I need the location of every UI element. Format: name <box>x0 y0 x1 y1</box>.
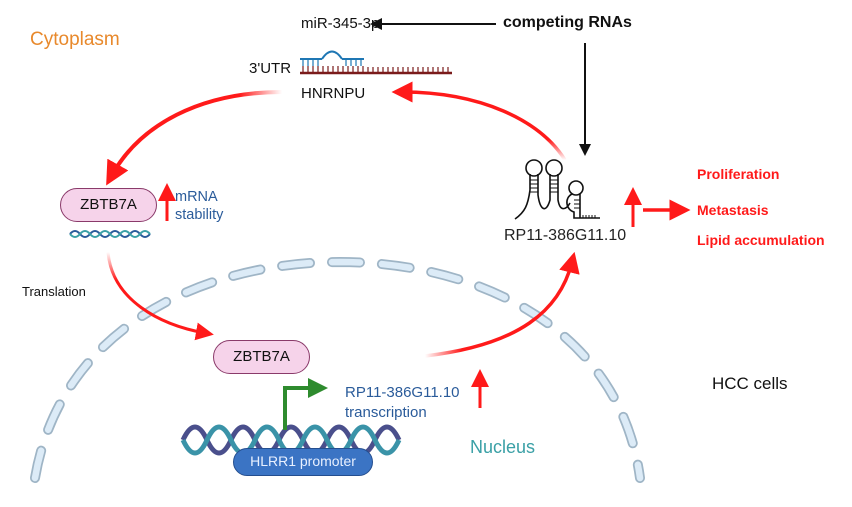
mrna-stability-line-1: mRNA <box>175 189 218 205</box>
hnrnpu-to-zbtb7a-arrow <box>106 90 283 186</box>
zbtb7a-protein-node: ZBTB7A <box>213 340 310 374</box>
lncrna-to-hnrnpu-arrow <box>391 81 567 161</box>
nucleus-label: Nucleus <box>470 437 536 457</box>
promoter-node: HLRR1 promoter <box>233 448 373 476</box>
hnrnpu-label: HNRNPU <box>301 85 366 102</box>
cytoplasm-label: Cytoplasm <box>30 29 120 50</box>
outcome-lipid-accumulation: Lipid accumulation <box>697 232 825 248</box>
mrna-stability-label: mRNA stability <box>175 188 223 224</box>
mrna-stability-line-2: stability <box>175 207 224 224</box>
zbtb7a-mrna-node: ZBTB7A <box>60 188 157 222</box>
mrna-helix-icon <box>69 230 151 238</box>
transcription-to-lncrna-arrow <box>424 251 580 358</box>
transcription-start-arrow <box>283 378 328 430</box>
transcription-line-2: transcription <box>345 403 427 421</box>
translation-arrow <box>106 251 214 341</box>
mirna-utr-duplex-icon <box>300 50 452 75</box>
hcc-cells-label: HCC cells <box>712 374 788 393</box>
lncrna-stemloop-icon <box>514 159 600 220</box>
outcome-proliferation: Proliferation <box>697 166 780 182</box>
utr-label: 3'UTR <box>249 60 292 77</box>
translation-label: Translation <box>22 284 86 299</box>
transcription-line-1: RP11-386G11.10 <box>345 384 460 401</box>
mirna-label: miR-345-3p <box>301 15 380 32</box>
outcome-metastasis: Metastasis <box>697 202 769 218</box>
lncrna-label: RP11-386G11.10 <box>504 227 627 244</box>
lncrna-transcription-label: RP11-386G11.10 transcription <box>345 383 460 422</box>
nuclear-membrane <box>30 256 645 483</box>
competing-rnas-label: competing RNAs <box>503 14 632 31</box>
